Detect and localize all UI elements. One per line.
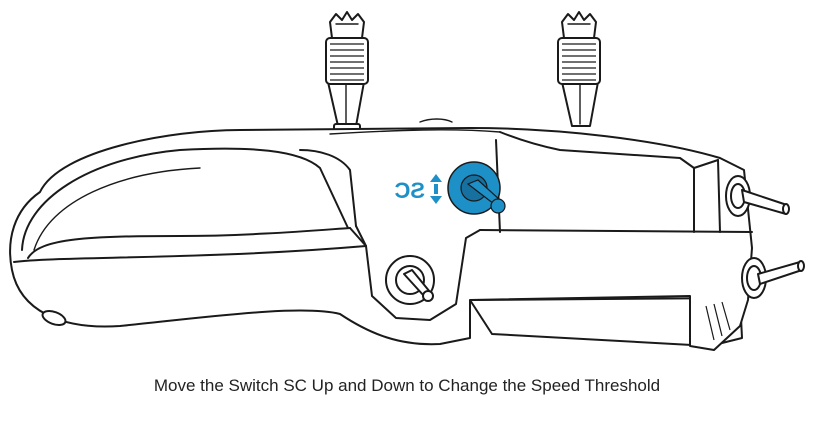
sc-switch	[447, 161, 506, 215]
sc-switch-label-group: SC	[394, 174, 442, 204]
transmitter-body	[9, 118, 753, 351]
left-antenna	[325, 11, 369, 135]
instruction-caption: Move the Switch SC Up and Down to Change…	[153, 376, 661, 395]
right-side-switch-lower	[741, 257, 805, 299]
sc-switch-label: SC	[394, 178, 425, 203]
right-side-switch-upper	[725, 175, 790, 217]
lower-toggle-switch	[385, 255, 435, 305]
right-antenna	[557, 11, 601, 127]
up-down-arrows-icon	[430, 174, 442, 204]
